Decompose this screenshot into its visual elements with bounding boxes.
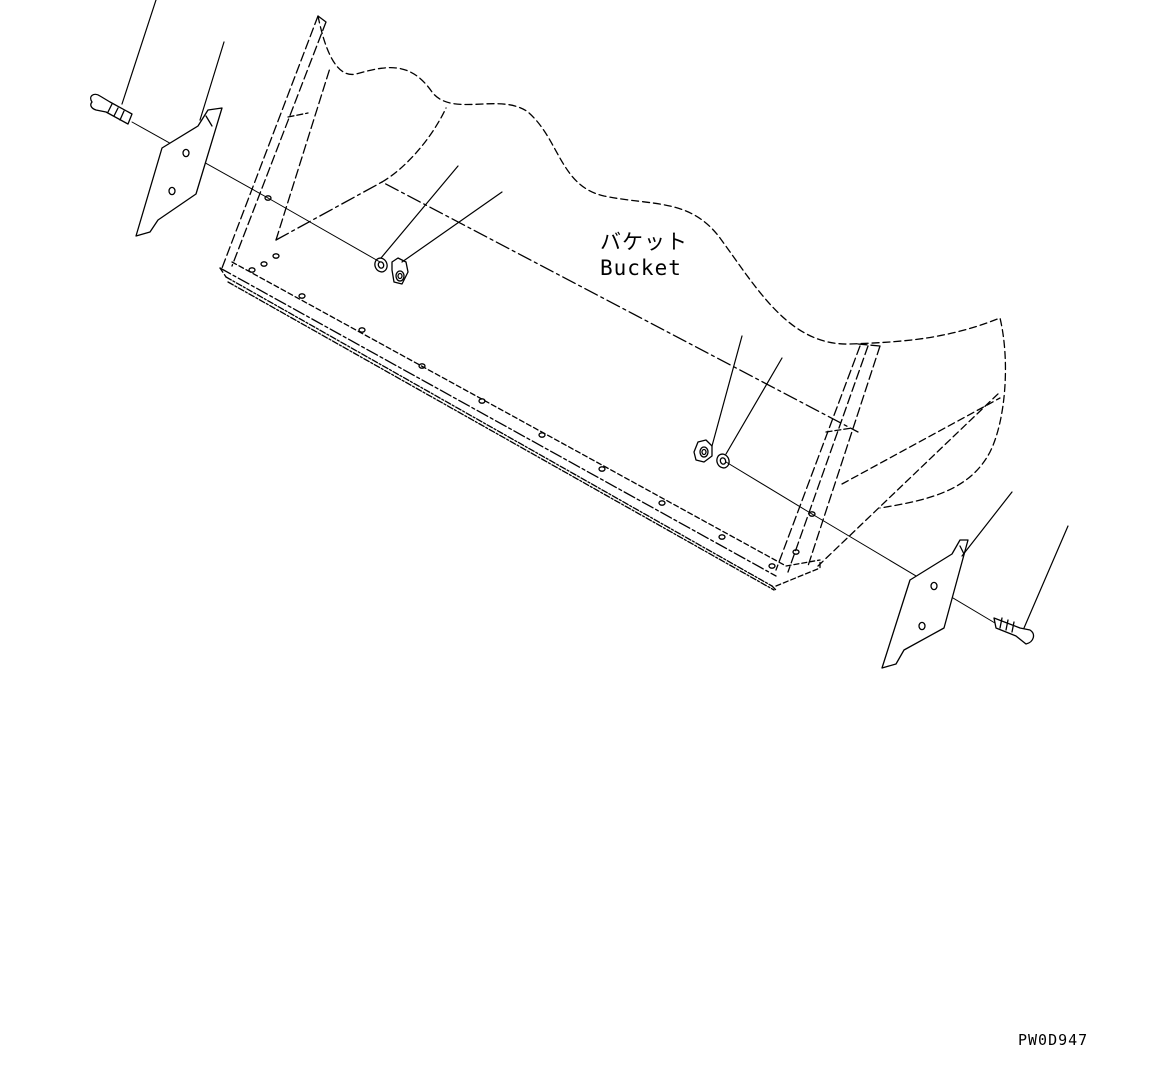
cutting-edge-strip [219, 195, 821, 591]
drawing-code: PW0D947 [1018, 1031, 1089, 1049]
part-name-japanese: バケット [600, 230, 688, 254]
bolt-holes [248, 195, 816, 569]
leader-lines [121, 0, 1069, 629]
right-washer [716, 453, 730, 469]
leader-line-right-cutter [961, 491, 1013, 557]
leader-line-right-nut [711, 335, 743, 447]
assembly-centerlines [131, 121, 1001, 627]
bucket-outline [221, 15, 1007, 573]
leader-line-right-washer [725, 357, 783, 455]
bucket-left-side-plate [221, 15, 331, 269]
right-side-cutter [881, 539, 969, 669]
left-nut [391, 257, 409, 285]
leader-line-left-cutter [199, 41, 225, 121]
left-side-cutter [135, 107, 223, 237]
leader-line-right-bolt [1023, 525, 1069, 629]
left-washer [374, 257, 388, 273]
part-name-english: Bucket [600, 256, 682, 280]
right-nut [693, 439, 713, 463]
right-bolt [993, 617, 1035, 645]
leader-line-left-bolt [121, 0, 157, 105]
left-bolt [90, 93, 133, 125]
bucket-top-edge [317, 15, 1007, 509]
leader-line-left-washer [380, 165, 459, 259]
leader-line-left-nut [401, 191, 503, 263]
